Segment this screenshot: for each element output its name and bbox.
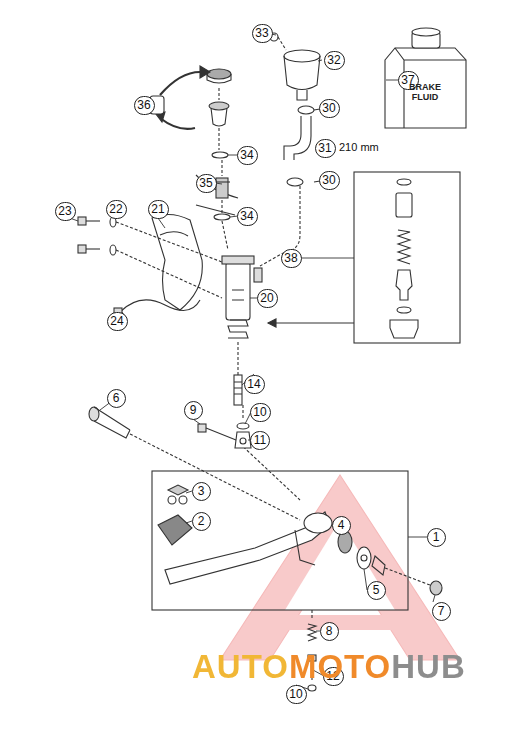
master-cylinder: [222, 256, 262, 338]
group-frame: [354, 172, 460, 343]
callout-number: 9: [190, 404, 197, 416]
callout-circle: 4: [332, 516, 351, 535]
cable-tie: [114, 300, 200, 314]
arrow-line: [268, 322, 354, 323]
callout-number: 34: [240, 149, 253, 161]
callout-circle: 21: [148, 200, 169, 219]
callout-number: 2: [198, 515, 205, 527]
clevis: [198, 405, 300, 500]
callout-number: 30: [322, 174, 335, 186]
callout-circle: 8: [320, 622, 339, 641]
callout-circle: 7: [432, 602, 451, 621]
pushrod: [234, 342, 242, 405]
callout-circle: 10: [286, 685, 307, 704]
callout-circle: 23: [55, 202, 76, 221]
callout-number: 31: [318, 142, 331, 154]
callout-circle: 32: [324, 51, 345, 70]
callout-circle: 34: [237, 207, 258, 226]
callout-circle: 3: [192, 482, 211, 501]
callout-circle: 5: [367, 581, 386, 600]
callout-number: 33: [255, 27, 268, 39]
callout-number: 5: [373, 584, 380, 596]
callout-number: 11: [254, 434, 266, 446]
callout-circle: 36: [134, 96, 155, 115]
callout-circle: 34: [237, 146, 258, 165]
callout-circle: 33: [252, 24, 273, 43]
callout-number: 32: [327, 54, 340, 66]
pin: [89, 407, 300, 520]
callout-number: 4: [338, 519, 345, 531]
callout-number: 34: [240, 210, 253, 222]
callout-circle: 10: [250, 403, 271, 422]
callout-circle: 38: [281, 249, 302, 268]
callout-circle: 35: [196, 174, 217, 193]
callout-number: 22: [109, 203, 122, 215]
brake-fluid-bottle: [385, 28, 466, 128]
callout-circle: 30: [319, 99, 340, 118]
reservoir: [270, 33, 320, 100]
callout-number: 38: [284, 252, 297, 264]
callout-circle: 31: [315, 139, 336, 158]
bolts: [78, 217, 222, 298]
repair-kit: [390, 179, 418, 338]
callout-circle: 1: [427, 528, 446, 547]
callout-number: 10: [253, 406, 266, 418]
callout-circle: 22: [106, 200, 127, 219]
banjo-fitting: [196, 152, 238, 250]
callout-number: 20: [260, 292, 273, 304]
callout-number: 23: [58, 205, 71, 217]
callout-circle: 2: [192, 512, 211, 531]
callout-number: 36: [137, 99, 150, 111]
callout-number: 3: [198, 485, 205, 497]
cap-parts: [150, 66, 231, 150]
callout-number: 8: [326, 625, 333, 637]
callout-circle: 9: [184, 401, 203, 420]
callout-number: 10: [289, 688, 302, 700]
heat-guard: [152, 214, 202, 310]
watermark: AUTOMOTOHUB: [192, 648, 466, 686]
dimension: 210 mm: [338, 141, 380, 153]
hose: [260, 106, 320, 266]
callout-circle: 20: [257, 289, 278, 308]
callout-number: 7: [438, 605, 445, 617]
callout-number: 30: [322, 102, 335, 114]
callout-number: 1: [433, 531, 440, 543]
callout-number: 14: [247, 378, 260, 390]
callout-circle: 24: [107, 312, 128, 331]
callout-circle: 30: [319, 171, 340, 190]
brake-pedal: [158, 485, 442, 595]
watermark-triangle: [220, 475, 460, 660]
group-frame: [152, 471, 408, 610]
callout-circle: 14: [244, 375, 265, 394]
callout-number: 6: [113, 392, 120, 404]
callout-circle: 11: [250, 431, 270, 450]
callout-number: 21: [151, 203, 164, 215]
callout-number: 35: [199, 177, 212, 189]
bottle-label: BRAKE FLUID: [405, 82, 445, 102]
callout-number: 24: [110, 315, 123, 327]
callout-circle: 6: [107, 389, 126, 408]
leader-lines: [56, 34, 435, 689]
